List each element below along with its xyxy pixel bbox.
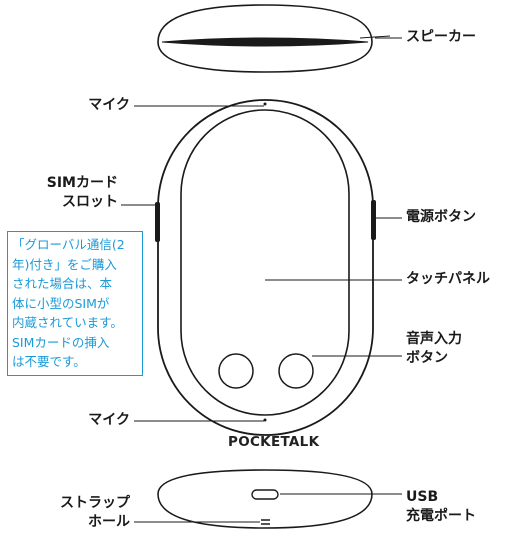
sim-slot: [155, 202, 160, 242]
label-mic-bottom: マイク: [88, 412, 130, 428]
power-button: [371, 200, 376, 240]
leader-lines: [121, 37, 402, 523]
note-line: 年)付き」をご購入: [12, 256, 117, 272]
top-view: [157, 4, 391, 73]
label-voice-input-line2: ボタン: [406, 350, 448, 366]
label-voice-input-button: 音声入力 ボタン: [406, 330, 462, 368]
note-line: 内蔵されています。: [12, 315, 123, 330]
voice-input-button-left: [218, 353, 254, 389]
label-speaker: スピーカー: [406, 29, 476, 45]
pocketalk-logo: POCKETALK: [228, 434, 320, 450]
note-line: 「グローバル通信(2: [12, 237, 125, 252]
label-sim-slot-line2: スロット: [62, 194, 118, 210]
touch-panel: [180, 109, 350, 416]
sim-note-box: 「グローバル通信(2 年)付き」をご購入 された場合は、本 体に小型のSIMが …: [7, 231, 143, 376]
top-mic-hole: [263, 102, 267, 106]
label-power-button: 電源ボタン: [406, 209, 476, 225]
note-line: SIMカードの挿入: [12, 334, 110, 350]
note-line: は不要です。: [12, 354, 86, 369]
note-line: 体に小型のSIMが: [12, 295, 110, 311]
label-usb-port: USB 充電ポート: [406, 488, 476, 526]
bottom-view: [157, 469, 373, 529]
label-sim-slot-line1: SIMカード: [46, 175, 118, 191]
label-usb-port-line1: USB: [406, 489, 439, 505]
label-touch-panel: タッチパネル: [406, 271, 490, 287]
label-sim-slot: SIMカード スロット: [26, 174, 118, 212]
voice-input-button-right: [278, 353, 314, 389]
label-strap-hole: ストラップ ホール: [40, 494, 130, 532]
speaker-grille: [161, 37, 369, 47]
bottom-mic-hole: [263, 418, 267, 422]
note-line: された場合は、本: [12, 276, 113, 291]
label-voice-input-line1: 音声入力: [406, 331, 462, 347]
label-mic-top: マイク: [88, 97, 130, 113]
front-view: [155, 99, 376, 436]
label-usb-port-line2: 充電ポート: [406, 508, 476, 524]
usb-port: [251, 489, 279, 500]
label-strap-hole-line2: ホール: [88, 514, 130, 530]
label-strap-hole-line1: ストラップ: [60, 495, 130, 511]
